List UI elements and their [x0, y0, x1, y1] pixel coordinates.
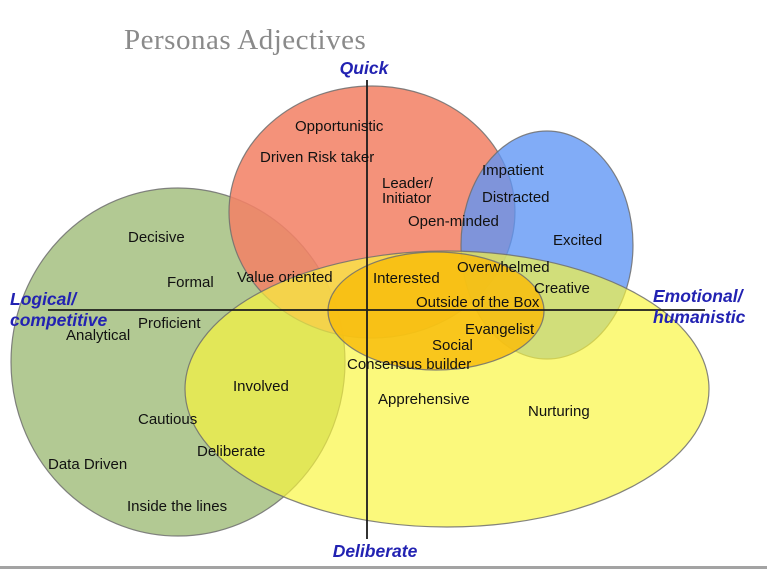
adjective-deliberate: Deliberate	[197, 443, 265, 460]
adjective-open-minded: Open-minded	[408, 213, 499, 230]
adjective-initiator: Initiator	[382, 190, 431, 207]
axis-label-emotional: Emotional/humanistic	[653, 286, 746, 327]
adjective-overwhelmed: Overwhelmed	[457, 259, 550, 276]
adjective-analytical: Analytical	[66, 327, 130, 344]
adjective-nurturing: Nurturing	[528, 403, 590, 420]
adjective-apprehensive: Apprehensive	[378, 391, 470, 408]
adjective-involved: Involved	[233, 378, 289, 395]
adjective-opportunistic: Opportunistic	[295, 118, 384, 135]
adjective-outside-of-the-box: Outside of the Box	[416, 294, 540, 311]
axis-label-quick: Quick	[340, 58, 390, 78]
adjective-cautious: Cautious	[138, 411, 197, 428]
adjective-value-oriented: Value oriented	[237, 269, 333, 286]
adjective-decisive: Decisive	[128, 229, 185, 246]
axis-label-deliberate: Deliberate	[333, 541, 418, 561]
adjective-impatient: Impatient	[482, 162, 545, 179]
adjective-distracted: Distracted	[482, 189, 550, 206]
page-title: Personas Adjectives	[124, 24, 367, 56]
axis-label-logical: Logical/competitive	[10, 289, 108, 330]
adjective-leader: Leader/	[382, 175, 434, 192]
adjective-driven-risk-taker: Driven Risk taker	[260, 149, 374, 166]
orange-ellipse	[327, 251, 545, 371]
adjective-creative: Creative	[534, 280, 590, 297]
adjective-proficient: Proficient	[138, 315, 201, 332]
adjective-evangelist: Evangelist	[465, 321, 535, 338]
slide-bottom-edge	[0, 566, 767, 569]
adjective-interested: Interested	[373, 270, 440, 287]
adjective-inside-the-lines: Inside the lines	[127, 498, 227, 515]
adjective-excited: Excited	[553, 232, 602, 249]
adjective-social: Social	[432, 337, 473, 354]
adjective-consensus-builder: Consensus builder	[347, 356, 471, 373]
yellow-ellipse	[184, 250, 710, 528]
adjective-formal: Formal	[167, 274, 214, 291]
adjective-data-driven: Data Driven	[48, 456, 127, 473]
